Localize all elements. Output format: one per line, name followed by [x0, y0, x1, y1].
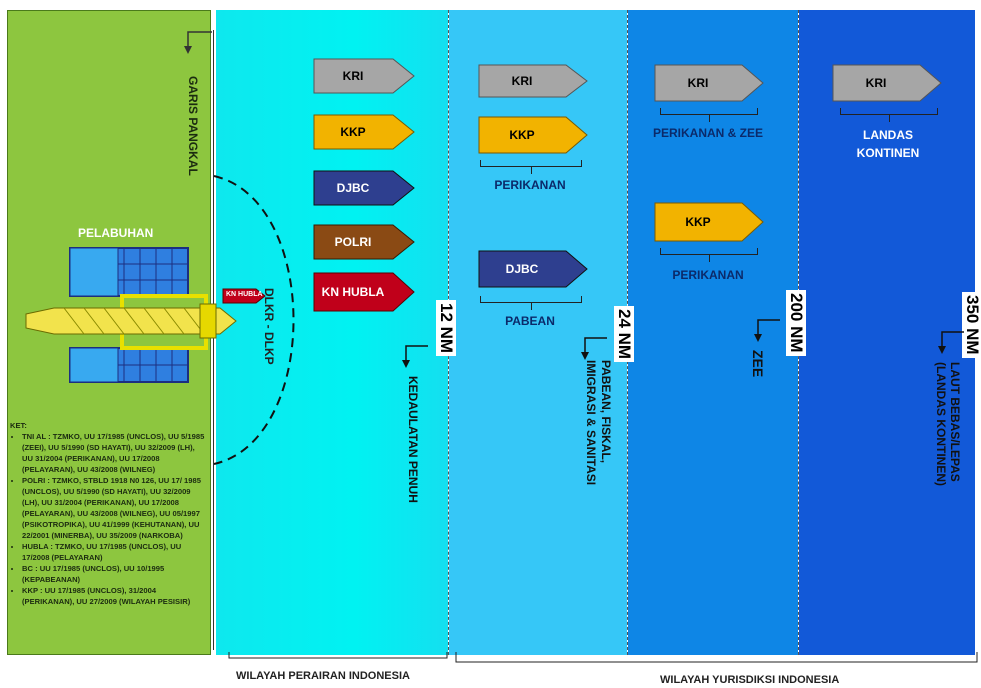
- laut-bebas-label: LAUT BEBAS/LEPAS: [948, 362, 962, 482]
- tag-polri-12: POLRI: [313, 224, 415, 260]
- bottom-brackets: [228, 652, 978, 663]
- tag-kri-label: KRI: [511, 74, 533, 88]
- tag-djbc-24: DJBC: [478, 250, 588, 288]
- tag-djbc-label: DJBC: [336, 181, 370, 195]
- ket-item-polri: POLRI : TZMKO, STBLD 1918 N0 126, UU 17/…: [22, 475, 206, 541]
- zone-24nm: [449, 10, 627, 655]
- tag-kri-label: KRI: [865, 76, 887, 90]
- dlkr-dlkp-label: DLKR - DLKP: [262, 288, 276, 365]
- garis-pangkal-label: GARIS PANGKAL: [186, 76, 200, 176]
- tag-kri-350: KRI: [832, 64, 942, 102]
- ket-item-bc: BC : UU 17/1985 (UNCLOS), UU 10/1995 (KE…: [22, 563, 206, 585]
- tag-djbc-12: DJBC: [313, 170, 415, 206]
- tag-polri-shape: [313, 224, 415, 260]
- perikanan-brace-200: [660, 248, 758, 262]
- landas-label: LANDAS: [863, 128, 913, 142]
- pabean-fiskal-label: PABEAN, FISKAL,: [599, 360, 613, 464]
- perikanan-zee-label: PERIKANAN & ZEE: [652, 126, 763, 140]
- tag-kn-hubla-12: KN HUBLA: [313, 272, 415, 312]
- tag-kkp-label: KKP: [340, 125, 366, 139]
- pabean-label: PABEAN: [505, 314, 555, 328]
- tag-kri-label: KRI: [687, 76, 709, 90]
- perikanan-brace-24: [480, 160, 582, 174]
- tag-kkp-12: KKP: [313, 114, 415, 150]
- ship-label: KN HUBLA: [226, 291, 263, 298]
- wilayah-yurisdiksi-label: WILAYAH YURISDIKSI INDONESIA: [660, 674, 840, 686]
- tag-djbc-shape: [313, 170, 415, 206]
- ket-item-kkp: KKP : UU 17/1985 (UNCLOS), 31/2004 (PERI…: [22, 585, 206, 607]
- tag-kri-shape: [832, 64, 942, 102]
- perikanan-label-200: PERIKANAN: [672, 268, 744, 282]
- imigrasi-sanitasi-label: IMIGRASI & SANITASI: [584, 360, 598, 486]
- ket-item-tni-al: TNI AL : TZMKO, UU 17/1985 (UNCLOS), UU …: [22, 431, 206, 475]
- zone-200nm: [628, 10, 798, 655]
- tag-kkp-shape: [654, 202, 764, 242]
- tag-kkp-label: KKP: [509, 128, 535, 142]
- dlkr-boundary-arc: [213, 175, 295, 465]
- arrow-12nm-icon: [402, 345, 428, 368]
- tag-kn-hubla-label: KN HUBLA: [321, 285, 385, 299]
- tag-djbc-shape: [478, 250, 588, 288]
- tag-kri-shape: [313, 58, 415, 94]
- landas-brace: [840, 108, 938, 122]
- perikanan-label-24: PERIKANAN: [494, 178, 566, 192]
- tag-kkp-24: KKP: [478, 116, 588, 154]
- tag-kkp-shape: [313, 114, 415, 150]
- tag-kri-shape: [478, 64, 588, 98]
- garis-pangkal-arrow-icon: [184, 31, 212, 54]
- kedaulatan-penuh-label: KEDAULATAN PENUH: [406, 376, 420, 503]
- arrow-24nm-icon: [581, 337, 607, 360]
- perikanan-zee-brace: [660, 108, 758, 122]
- tag-kkp-shape: [478, 116, 588, 154]
- nm-24-label: 24 NM: [614, 306, 634, 363]
- tag-djbc-label: DJBC: [505, 262, 539, 276]
- kn-hubla-ship-icon: [222, 288, 266, 304]
- tag-kkp-200: KKP: [654, 202, 764, 242]
- ket-item-hubla: HUBLA : TZMKO, UU 17/1985 (UNCLOS), UU 1…: [22, 541, 206, 563]
- zee-label: ZEE: [750, 350, 766, 378]
- nm-200-label: 200 NM: [786, 290, 806, 356]
- tag-kri-label: KRI: [342, 69, 364, 83]
- pelabuhan-label: PELABUHAN: [78, 226, 154, 240]
- port-illustration: [25, 247, 237, 383]
- ket-title: KET:: [10, 421, 27, 430]
- tag-polri-label: POLRI: [334, 235, 372, 249]
- arrow-200nm-icon: [754, 319, 780, 342]
- tag-kn-hubla-shape: [313, 272, 415, 312]
- tag-kkp-label: KKP: [685, 215, 711, 229]
- wilayah-perairan-label: WILAYAH PERAIRAN INDONESIA: [236, 670, 410, 682]
- landas-kontinen-label: (LANDAS KONTINEN): [934, 362, 948, 486]
- baseline-line: [213, 30, 214, 650]
- nm-12-label: 12 NM: [436, 300, 456, 357]
- tag-kri-shape: [654, 64, 764, 102]
- tag-kri-200: KRI: [654, 64, 764, 102]
- arrow-350nm-icon: [938, 331, 964, 354]
- tag-kri-24: KRI: [478, 64, 588, 98]
- tag-kri-12: KRI: [313, 58, 415, 94]
- pabean-brace: [480, 296, 582, 310]
- kontinen-label: KONTINEN: [856, 146, 920, 160]
- ket-legend: KET: TNI AL : TZMKO, UU 17/1985 (UNCLOS)…: [10, 420, 206, 607]
